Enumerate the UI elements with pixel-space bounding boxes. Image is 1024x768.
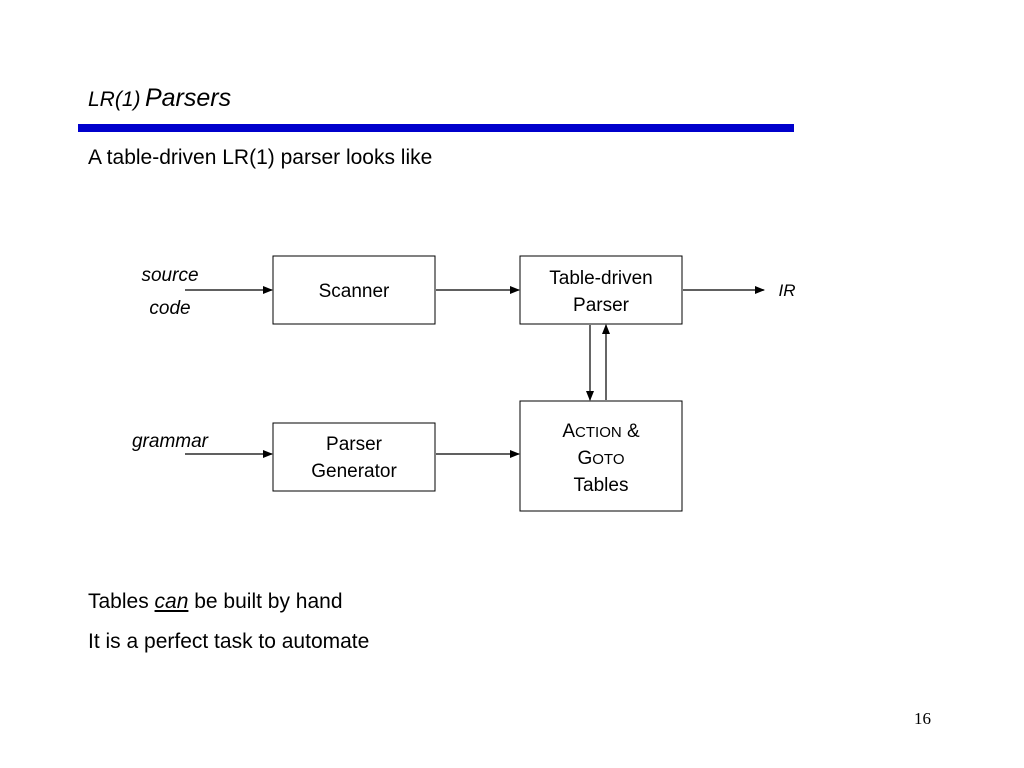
bullet-tables-by-hand: Tables can be built by hand bbox=[88, 590, 343, 614]
action-amp: & bbox=[622, 421, 640, 442]
tables-label-goto: GOTO bbox=[577, 448, 624, 469]
bullet-automate: It is a perfect task to automate bbox=[88, 630, 370, 653]
grammar-label: grammar bbox=[132, 431, 209, 452]
ir-label: IR bbox=[779, 281, 796, 300]
code-label: code bbox=[149, 298, 190, 319]
tables-box bbox=[519, 400, 683, 512]
slide-title-parsers: Parsers bbox=[144, 84, 232, 112]
tables-label-action: ACTION & bbox=[562, 421, 640, 442]
goto-first-letter: G bbox=[577, 448, 592, 469]
generator-label-line1: Parser bbox=[326, 434, 383, 455]
generator-box bbox=[272, 422, 436, 492]
page-number: 16 bbox=[914, 709, 931, 728]
scanner-label: Scanner bbox=[319, 281, 390, 302]
action-first-letter: A bbox=[562, 421, 575, 442]
title-rule bbox=[78, 124, 794, 132]
tables-label-tables: Tables bbox=[574, 475, 629, 496]
slide-title: LR(1) Parsers bbox=[88, 84, 231, 113]
source-label: source bbox=[141, 265, 198, 286]
intro-text: A table-driven LR(1) parser looks like bbox=[88, 146, 433, 169]
parser-box bbox=[519, 255, 683, 325]
slide-title-lr1: LR(1) bbox=[88, 88, 141, 111]
bullet-1-emphasis: can bbox=[154, 590, 189, 613]
goto-rest: OTO bbox=[592, 451, 624, 468]
generator-label-line2: Generator bbox=[311, 461, 397, 482]
bullet-1-before: Tables bbox=[88, 590, 155, 613]
scanner-box bbox=[272, 255, 436, 325]
bullet-1-after: be built by hand bbox=[188, 590, 343, 613]
parser-label-line2: Parser bbox=[573, 295, 630, 316]
parser-label-line1: Table-driven bbox=[549, 268, 653, 289]
action-rest: CTION bbox=[575, 424, 622, 441]
